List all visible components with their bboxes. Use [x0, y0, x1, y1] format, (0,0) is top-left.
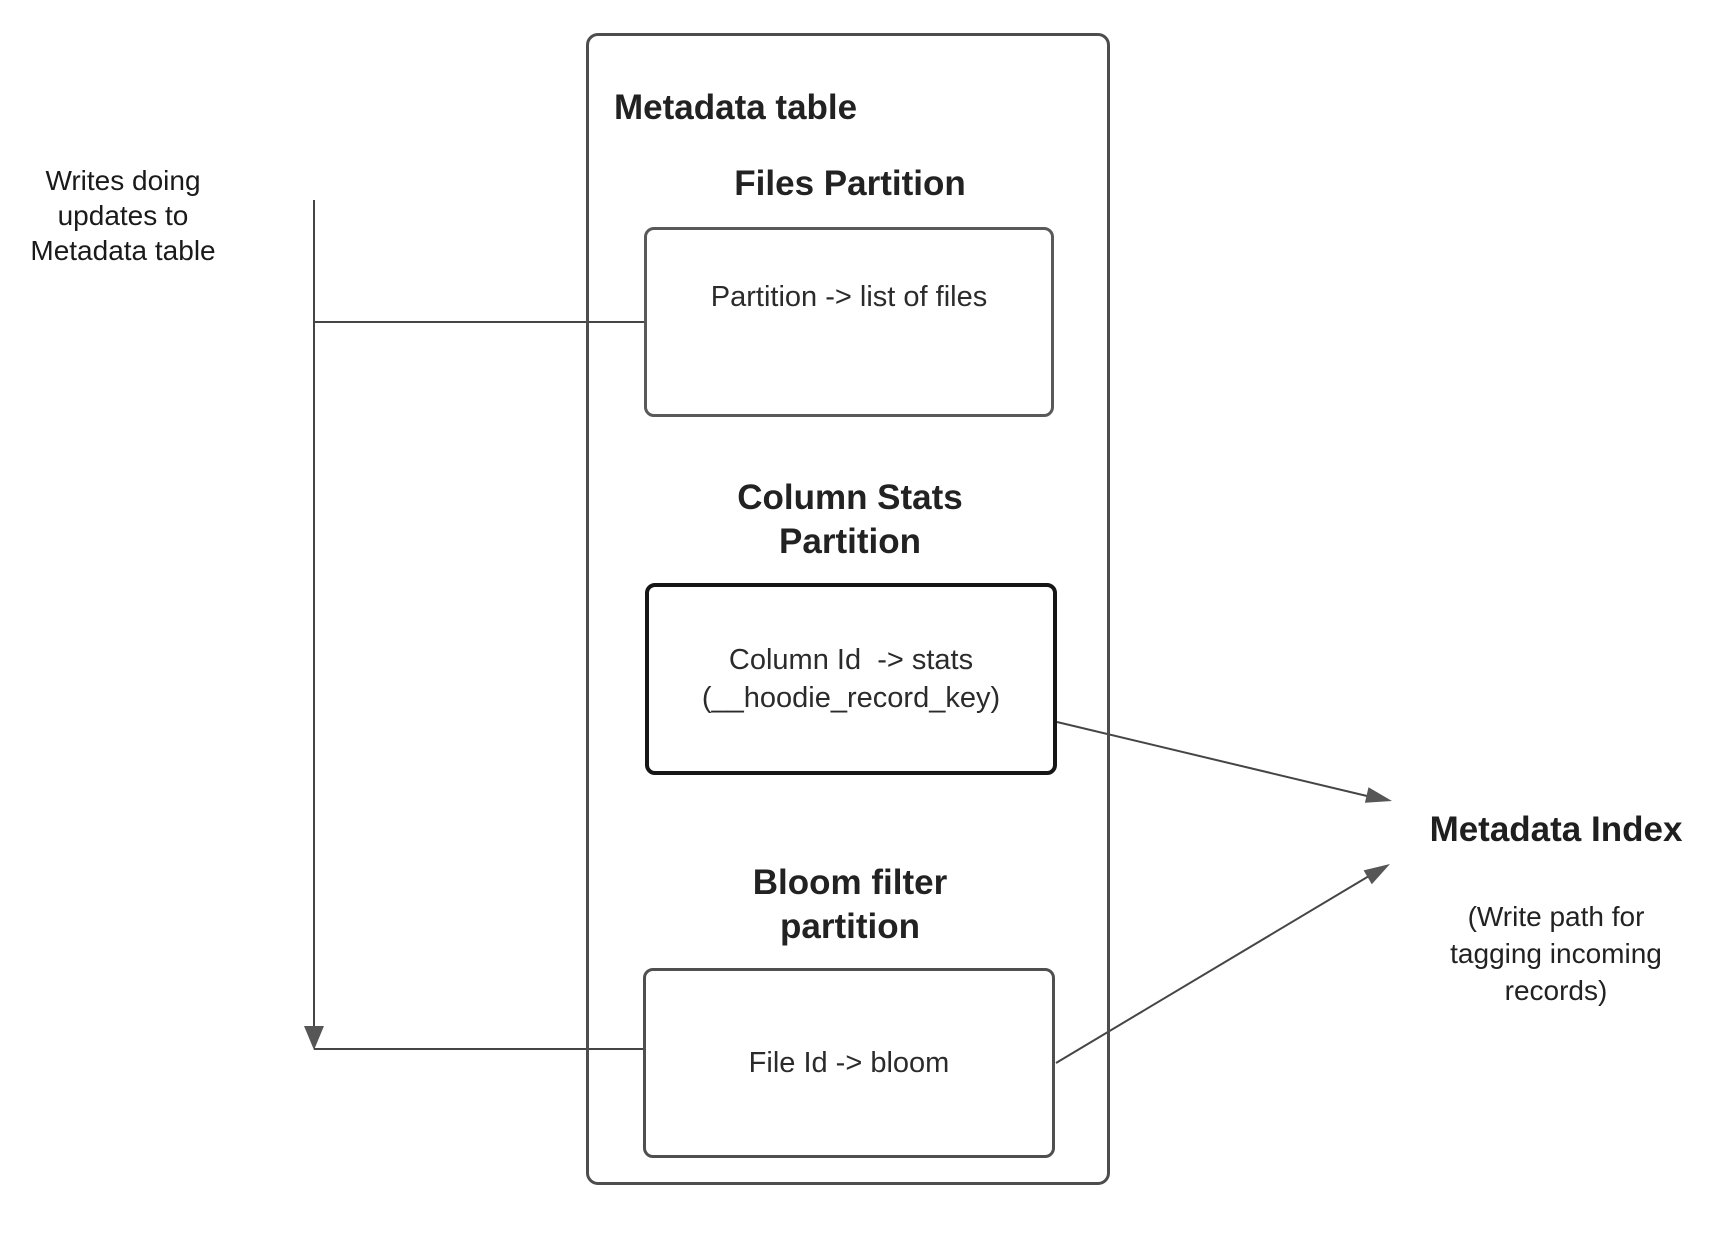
column-stats-partition-heading: Column Stats Partition [737, 478, 963, 561]
bloom-filter-partition-box: File Id -> bloom [643, 968, 1055, 1158]
metadata-table-box [586, 33, 1110, 1185]
column-stats-partition-mapping: Column Id -> stats (__hoodie_record_key) [701, 644, 1001, 714]
files-partition-mapping: Partition -> list of files [710, 281, 988, 313]
metadata-table-title: Metadata table [614, 88, 858, 127]
writes-connector-arrowhead [304, 1026, 324, 1050]
column-stats-to-index-arrowhead [1364, 787, 1392, 803]
files-partition-heading: Files Partition [734, 164, 966, 203]
bloom-to-index-arrowhead [1363, 864, 1390, 885]
bloom-filter-partition-heading: Bloom filter partition [752, 863, 948, 946]
bloom-filter-partition-mapping: File Id -> bloom [748, 1047, 950, 1079]
metadata-index-title: Metadata Index [1429, 810, 1683, 849]
metadata-index-subtitle: (Write path for tagging incoming records… [1450, 901, 1662, 1006]
files-partition-box: Partition -> list of files [644, 227, 1054, 417]
column-stats-partition-box: Column Id -> stats (__hoodie_record_key) [645, 583, 1057, 775]
writes-annotation: Writes doing updates to Metadata table [30, 165, 216, 266]
